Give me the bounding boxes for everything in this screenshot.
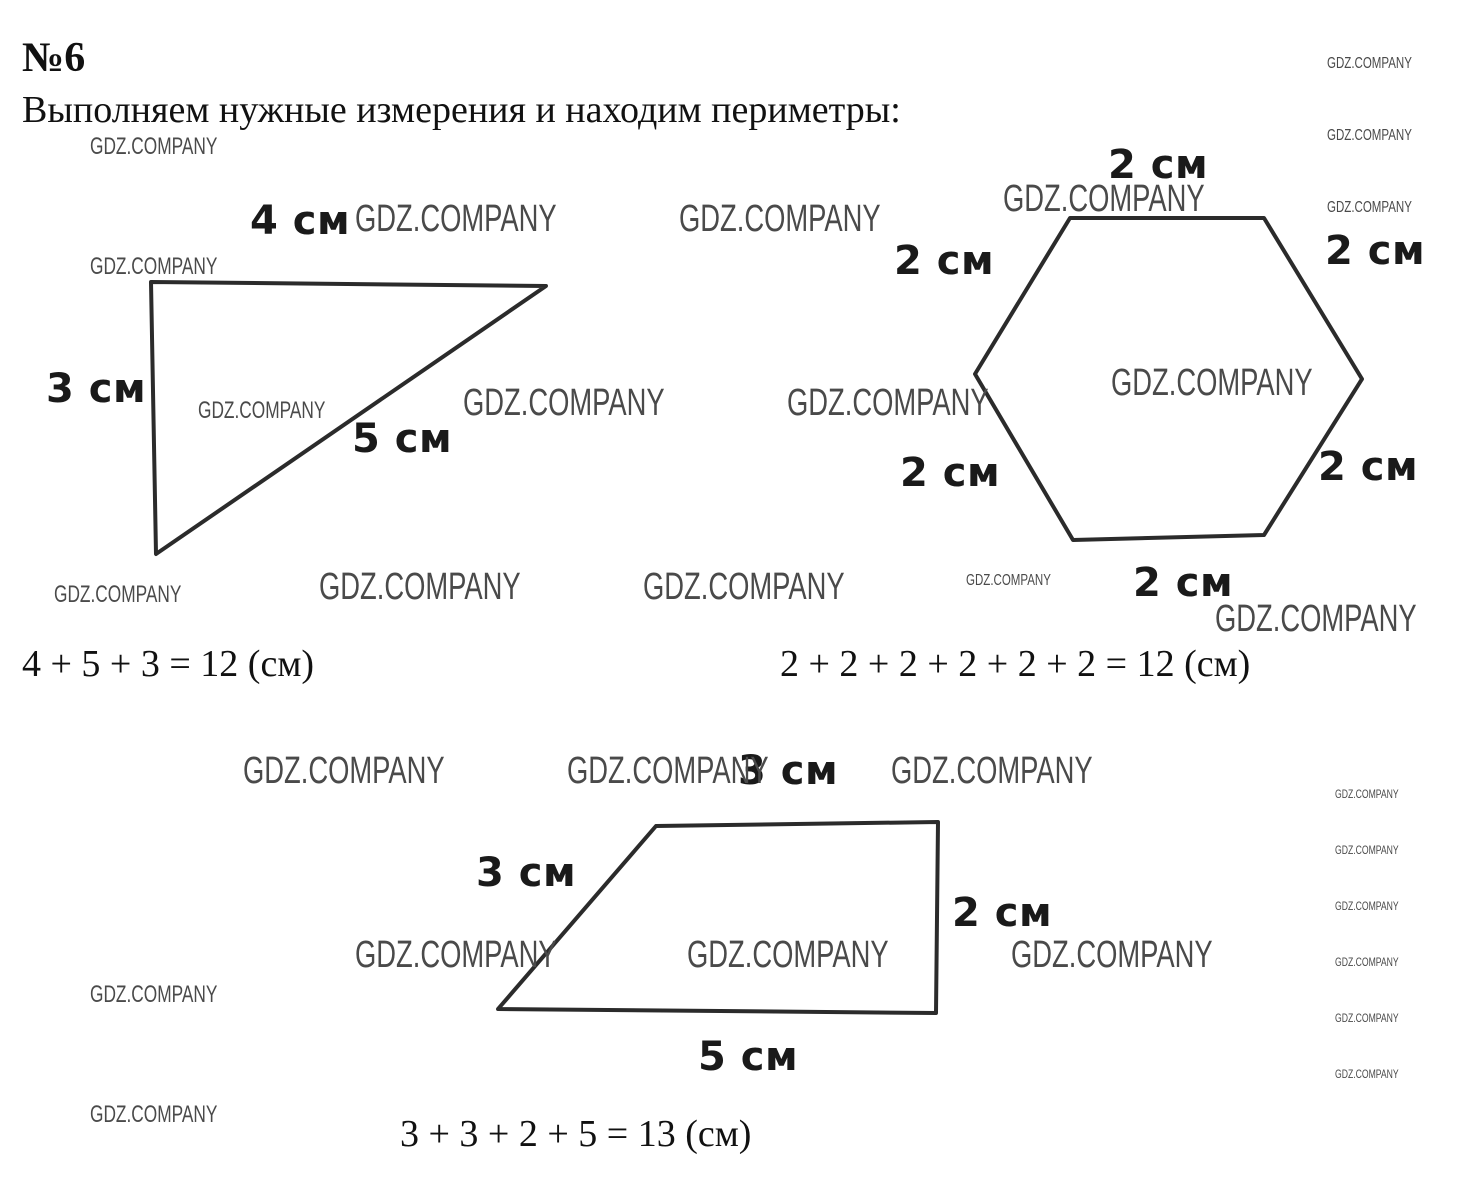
watermark: GDZ.COMPANY [90, 1101, 218, 1128]
hexagon-top-left-label: 2 см [894, 238, 995, 284]
watermark: GDZ.COMPANY [1111, 362, 1313, 404]
watermark: GDZ.COMPANY [787, 382, 989, 424]
watermark: GDZ.COMPANY [90, 981, 218, 1008]
watermark: GDZ.COMPANY [966, 572, 1051, 589]
hexagon-bottom-left-label: 2 см [900, 450, 1001, 496]
watermark: GDZ.COMPANY [1335, 1067, 1399, 1081]
hexagon-top-label: 2 см [1108, 142, 1209, 188]
watermark: GDZ.COMPANY [679, 198, 881, 240]
watermark: GDZ.COMPANY [1003, 178, 1205, 220]
watermark: GDZ.COMPANY [198, 397, 326, 424]
watermark: GDZ.COMPANY [243, 750, 445, 792]
trapezoid-top-label: 3 см [738, 748, 839, 794]
hexagon-shape [973, 216, 1364, 542]
task-number: №6 [22, 35, 86, 81]
watermark: GDZ.COMPANY [1335, 899, 1399, 913]
watermark: GDZ.COMPANY [463, 382, 665, 424]
watermark: GDZ.COMPANY [1335, 843, 1399, 857]
trapezoid-bottom-label: 5 см [698, 1034, 799, 1080]
triangle-shape [149, 280, 548, 556]
trapezoid-shape [496, 820, 940, 1015]
hexagon-bottom-right-label: 2 см [1318, 444, 1419, 490]
watermark: GDZ.COMPANY [567, 750, 769, 792]
trapezoid-left-label: 3 см [476, 850, 577, 896]
watermark: GDZ.COMPANY [90, 253, 218, 280]
hexagon-bottom-label: 2 см [1133, 560, 1234, 606]
watermark: GDZ.COMPANY [1335, 787, 1399, 801]
watermark: GDZ.COMPANY [1011, 934, 1213, 976]
watermark: GDZ.COMPANY [1215, 598, 1417, 640]
watermark: GDZ.COMPANY [1335, 1011, 1399, 1025]
triangle-top-label: 4 см [250, 198, 351, 244]
watermark: GDZ.COMPANY [643, 566, 845, 608]
watermark: GDZ.COMPANY [355, 934, 557, 976]
trapezoid-perimeter-formula: 3 + 3 + 2 + 5 = 13 (см) [400, 1113, 752, 1155]
triangle-perimeter-formula: 4 + 5 + 3 = 12 (см) [22, 643, 315, 685]
watermark: GDZ.COMPANY [1327, 199, 1412, 216]
hexagon-perimeter-formula: 2 + 2 + 2 + 2 + 2 + 2 = 12 (см) [780, 643, 1251, 685]
watermark: GDZ.COMPANY [355, 198, 557, 240]
watermark: GDZ.COMPANY [687, 934, 889, 976]
watermark: GDZ.COMPANY [319, 566, 521, 608]
trapezoid-right-label: 2 см [952, 890, 1053, 936]
watermark: GDZ.COMPANY [1327, 55, 1412, 72]
watermark: GDZ.COMPANY [1327, 127, 1412, 144]
watermark: GDZ.COMPANY [891, 750, 1093, 792]
watermark: GDZ.COMPANY [1335, 955, 1399, 969]
instruction-text: Выполняем нужные измерения и находим пер… [22, 89, 901, 131]
watermark: GDZ.COMPANY [90, 133, 218, 160]
triangle-left-label: 3 см [46, 366, 147, 412]
hexagon-top-right-label: 2 см [1325, 228, 1426, 274]
triangle-hypotenuse-label: 5 см [352, 416, 453, 462]
watermark: GDZ.COMPANY [54, 581, 182, 608]
